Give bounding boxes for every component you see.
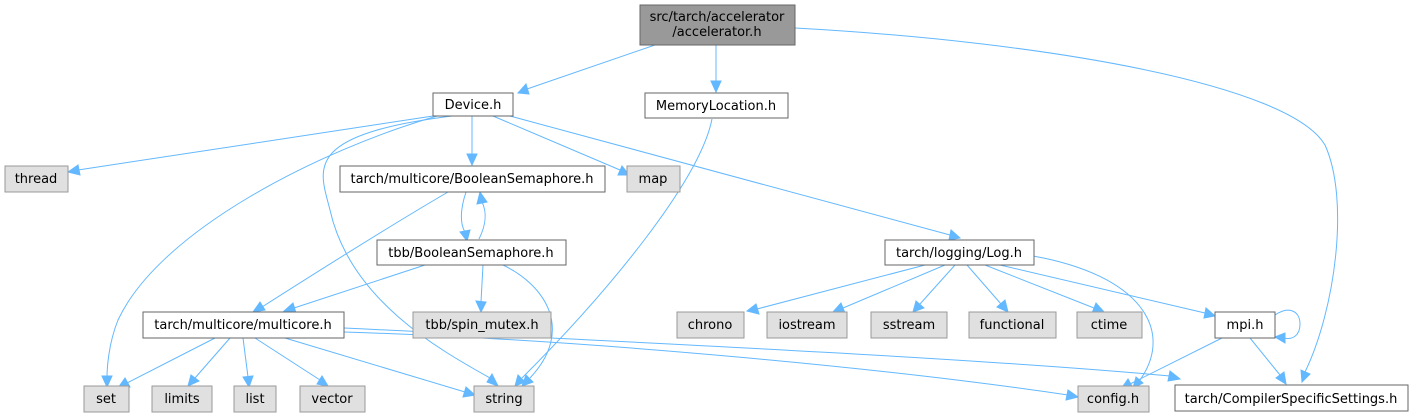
node-compiler-specific-settings[interactable]: tarch/CompilerSpecificSettings.h — [1174, 384, 1409, 412]
edge-log-sstream — [912, 264, 956, 313]
node-device[interactable]: Device.h — [432, 92, 514, 117]
edge-tbbsem-string — [502, 264, 553, 387]
node-root-line1: src/tarch/accelerator — [650, 10, 785, 25]
node-memory-location[interactable]: MemoryLocation.h — [644, 92, 789, 119]
node-device-label: Device.h — [445, 98, 502, 113]
edge-log-mpi — [999, 264, 1217, 319]
node-functional: functional — [968, 311, 1057, 339]
node-log[interactable]: tarch/logging/Log.h — [884, 239, 1035, 266]
node-tbb-boolean-semaphore[interactable]: tbb/BooleanSemaphore.h — [376, 239, 567, 266]
edge-mpi-self — [1273, 309, 1301, 344]
node-config: config.h — [1077, 385, 1150, 413]
node-set: set — [83, 385, 130, 413]
edge-multicore-vector — [254, 337, 329, 387]
node-spin-mutex: tbb/spin_mutex.h — [412, 311, 552, 339]
node-thread: thread — [4, 165, 69, 193]
node-boolean-semaphore[interactable]: tarch/multicore/BooleanSemaphore.h — [339, 165, 606, 193]
node-iostream-label: iostream — [778, 318, 835, 333]
node-ctime: ctime — [1076, 311, 1143, 339]
edge-log-chrono — [745, 264, 926, 315]
node-sstream-label: sstream — [883, 318, 935, 333]
edge-boolsem-multicore — [251, 191, 449, 313]
edge-device-string — [322, 115, 500, 387]
node-log-label: tarch/logging/Log.h — [896, 246, 1022, 261]
node-iostream: iostream — [766, 311, 848, 339]
node-chrono-label: chrono — [688, 318, 733, 333]
edge-root-compiler — [794, 27, 1339, 384]
node-boolean-semaphore-label: tarch/multicore/BooleanSemaphore.h — [350, 172, 593, 187]
node-config-label: config.h — [1087, 392, 1139, 407]
edge-boolsem-tbbsem — [459, 191, 471, 243]
node-vector: vector — [299, 385, 366, 413]
node-root-line2: /accelerator.h — [672, 25, 761, 40]
edge-mpi-compiler — [1249, 337, 1287, 385]
node-thread-label: thread — [15, 172, 58, 187]
node-vector-label: vector — [311, 392, 353, 407]
edge-device-set — [101, 115, 438, 389]
node-list-label: list — [245, 392, 264, 407]
node-mpi-label: mpi.h — [1227, 318, 1264, 333]
edge-tbbsem-multicore — [282, 264, 426, 314]
edge-log-functional — [966, 264, 1009, 313]
node-compiler-specific-settings-label: tarch/CompilerSpecificSettings.h — [1185, 392, 1398, 407]
node-list: list — [233, 385, 277, 413]
node-limits: limits — [151, 385, 213, 413]
node-string-label: string — [485, 392, 522, 407]
node-set-label: set — [96, 392, 116, 407]
node-memory-location-label: MemoryLocation.h — [656, 99, 776, 114]
edge-multicore-config — [343, 331, 1080, 401]
node-multicore[interactable]: tarch/multicore/multicore.h — [142, 311, 345, 339]
edge-tbbsem-spinmutex — [475, 264, 487, 314]
node-map: map — [626, 165, 681, 193]
node-string: string — [473, 385, 535, 413]
edge-root-device — [516, 44, 656, 95]
edge-device-log — [509, 115, 962, 241]
node-tbb-boolean-semaphore-label: tbb/BooleanSemaphore.h — [388, 246, 553, 261]
edge-root-memloc — [710, 45, 722, 94]
node-map-label: map — [639, 172, 668, 187]
node-mpi[interactable]: mpi.h — [1214, 311, 1276, 339]
edge-multicore-set — [116, 337, 216, 389]
node-chrono: chrono — [676, 311, 745, 339]
node-multicore-label: tarch/multicore/multicore.h — [154, 318, 331, 333]
node-root: src/tarch/accelerator /accelerator.h — [639, 4, 796, 46]
node-sstream: sstream — [870, 311, 948, 339]
edge-multicore-limits — [187, 337, 231, 387]
edge-multicore-string — [284, 337, 477, 398]
edge-log-iostream — [831, 264, 946, 314]
node-spin-mutex-label: tbb/spin_mutex.h — [425, 318, 538, 333]
edge-multicore-list — [242, 337, 254, 389]
edge-mpi-config — [1119, 337, 1223, 390]
edge-device-boolsem — [466, 116, 478, 167]
edge-tbbsem-boolsem — [476, 190, 488, 240]
node-ctime-label: ctime — [1091, 318, 1128, 333]
edge-device-map — [492, 115, 631, 176]
edge-device-thread — [66, 115, 434, 176]
node-limits-label: limits — [164, 392, 200, 407]
node-functional-label: functional — [980, 318, 1045, 333]
